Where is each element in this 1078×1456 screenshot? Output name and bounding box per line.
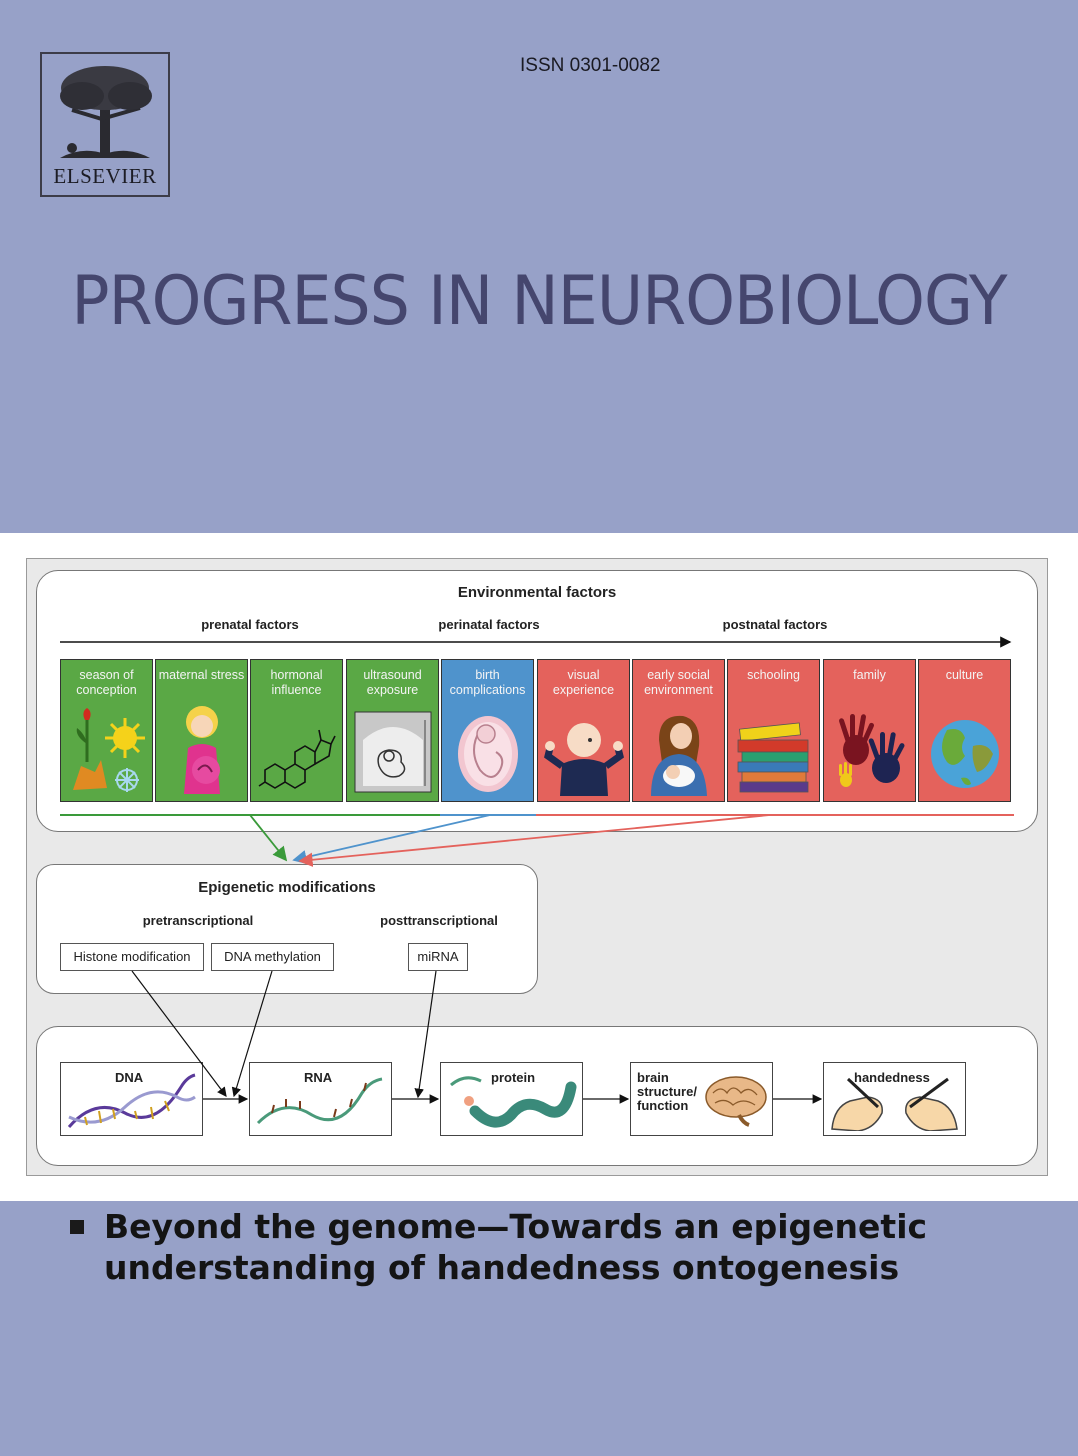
pregnant-woman-icon	[184, 706, 220, 794]
rna-step-box: RNA	[249, 1062, 392, 1136]
factor-label: birth complications	[449, 668, 526, 697]
writing-hands-icon	[831, 1077, 958, 1131]
rna-label: RNA	[304, 1070, 333, 1085]
handedness-step-box: handedness	[823, 1062, 966, 1136]
article-title: Beyond the genome—Towards an epigenetic …	[104, 1207, 928, 1287]
hormone-molecule-icon	[258, 729, 336, 789]
brain-step-box: brain structure/ function	[630, 1062, 773, 1136]
factor-hormonal-influence: hormonal influence	[250, 659, 343, 802]
brain-label-line-2: structure/	[637, 1084, 697, 1099]
factor-family: family	[823, 659, 916, 802]
factor-culture: culture	[918, 659, 1011, 802]
issn-number: ISSN 0301-0082	[520, 55, 661, 76]
baby-icon	[544, 723, 624, 796]
factor-season-of-conception: season of conception	[60, 659, 153, 802]
factor-label: early social environment	[644, 668, 713, 697]
factor-label: maternal stress	[158, 668, 245, 682]
factor-label: culture	[945, 668, 984, 682]
dna-step-box: DNA	[60, 1062, 203, 1136]
factor-ultrasound-exposure: ultrasound exposure	[346, 659, 439, 802]
prenatal-factors-label: prenatal factors	[201, 617, 299, 632]
postnatal-factors-label: postnatal factors	[722, 617, 828, 632]
tree-icon	[60, 66, 152, 158]
globe-icon	[931, 720, 999, 788]
brain-label-line-1: brain	[637, 1070, 669, 1085]
handprints-icon	[839, 714, 905, 787]
environmental-factors-heading: Environmental factors	[457, 584, 617, 601]
protein-chain-icon	[450, 1076, 577, 1128]
factor-label: schooling	[747, 668, 800, 682]
dna-label: DNA	[115, 1070, 144, 1085]
books-icon	[737, 722, 809, 793]
factor-label: ultrasound exposure	[363, 668, 422, 697]
factor-early-social-environment: early social environment	[632, 659, 725, 802]
fetus-icon	[458, 716, 518, 792]
perinatal-factors-label: perinatal factors	[438, 617, 540, 632]
rna-strand-icon	[256, 1077, 383, 1125]
brain-icon	[705, 1076, 767, 1127]
factor-birth-complications: birth complications	[441, 659, 534, 802]
epigenetic-modifications-panel	[36, 864, 538, 994]
journal-title: PROGRESS IN NEUROBIOLOGY	[71, 262, 1007, 341]
season-icon	[73, 708, 145, 792]
publisher-name: ELSEVIER	[53, 164, 157, 188]
factor-visual-experience: visual experience	[537, 659, 630, 802]
mirna-box: miRNA	[408, 943, 468, 971]
protein-step-box: protein	[440, 1062, 583, 1136]
brain-label-line-3: function	[637, 1098, 689, 1113]
factor-label: family	[853, 668, 886, 682]
factor-label: season of conception	[76, 668, 137, 697]
ultrasound-icon	[354, 711, 432, 793]
protein-label: protein	[491, 1070, 536, 1085]
histone-modification-box: Histone modification	[60, 943, 204, 971]
factor-label: hormonal influence	[270, 668, 323, 697]
elsevier-logo: ELSEVIER	[40, 52, 170, 197]
factor-maternal-stress: maternal stress	[155, 659, 248, 802]
factor-label: visual experience	[552, 668, 615, 697]
epigenetic-modifications-heading: Epigenetic modifications	[198, 879, 376, 896]
mother-child-icon	[651, 715, 707, 796]
pretranscriptional-label: pretranscriptional	[142, 913, 254, 928]
handedness-label: handedness	[854, 1070, 930, 1085]
factor-schooling: schooling	[727, 659, 820, 802]
posttranscriptional-label: posttranscriptional	[380, 913, 498, 928]
dna-methylation-box: DNA methylation	[211, 943, 334, 971]
article-bullet	[70, 1220, 84, 1234]
